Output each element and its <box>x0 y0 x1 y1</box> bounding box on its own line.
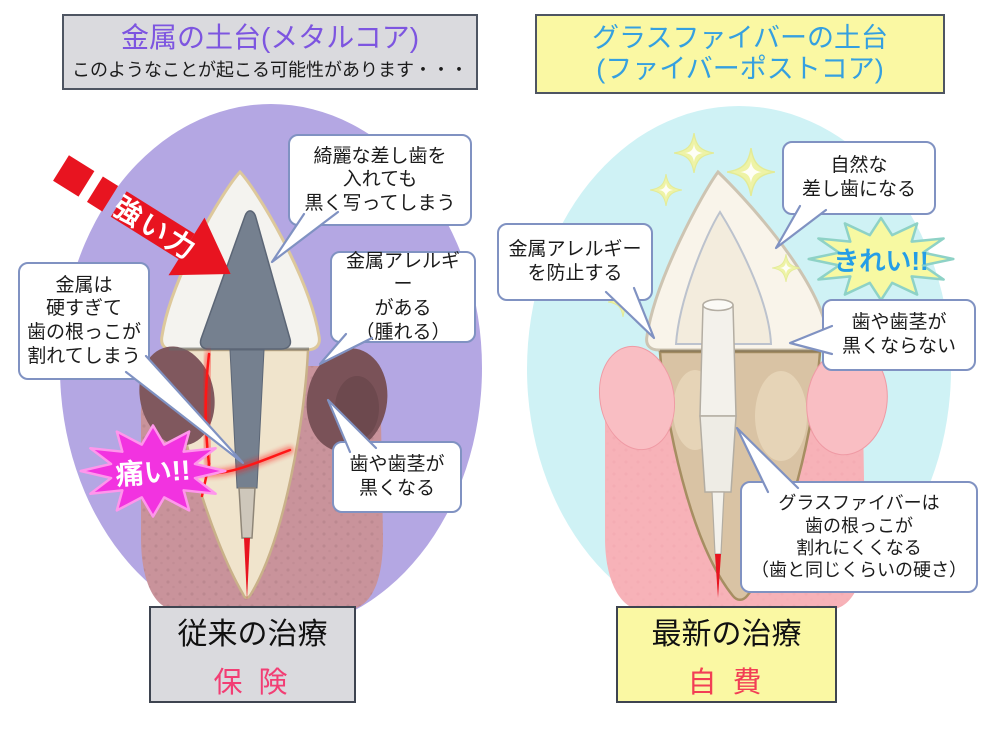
root-highlight <box>755 371 807 461</box>
callout-natural-tooth: 自然な 差し歯になる <box>782 141 936 215</box>
right-cost-label: 自 費 <box>687 666 766 699</box>
callout-root-crack: 金属は 硬すぎて 歯の根っこが 割れてしまう <box>18 262 150 380</box>
metal-core <box>199 210 292 350</box>
healthy-gum-left <box>598 345 676 451</box>
callout-fiber-benefit: グラスファイバーは 歯の根っこが 割れにくくなる （歯と同じくらいの硬さ） <box>740 481 978 593</box>
callout-metal-allergy: 金属アレルギー がある （腫れる） <box>330 251 476 343</box>
callout-no-gum-blackening: 歯や歯茎が 黒くならない <box>822 299 976 371</box>
sparkle-icon <box>650 174 682 206</box>
left-subtitle: このようなことが起こる可能性があります・・・ <box>72 60 468 81</box>
dark-gum-shadow <box>335 376 379 440</box>
right-title-box: グラスファイバーの土台 (ファイバーポストコア) <box>535 14 945 94</box>
sparkle-icon <box>674 133 714 173</box>
pain-label: 痛い!! <box>114 454 192 491</box>
callout-xray-shadow: 綺麗な差し歯を 入れても 黒く写ってしまう <box>288 134 472 226</box>
left-cost-label: 保 険 <box>213 666 292 699</box>
beauty-label: きれい!! <box>833 245 929 276</box>
right-title: グラスファイバーの土台 (ファイバーポストコア) <box>592 22 888 84</box>
strong-force-label: 強い力 <box>108 191 203 267</box>
beauty-burst-icon <box>800 213 962 305</box>
left-title: 金属の土台(メタルコア) <box>120 21 420 53</box>
root-apex-line <box>715 554 721 598</box>
dentin-outline <box>674 210 773 345</box>
left-footer-box: 従来の治療 保 険 <box>149 606 356 703</box>
sparkle-icon <box>727 148 775 196</box>
callout-allergy-prevention: 金属アレルギー を防止する <box>497 223 653 301</box>
strong-force-arrow: 強い力 <box>53 155 231 276</box>
metal-post-tip <box>238 487 256 539</box>
right-footer-box: 最新の治療 自 費 <box>616 606 837 703</box>
root-apex-inflammation <box>244 538 250 600</box>
right-treatment-label: 最新の治療 <box>651 617 802 651</box>
sparkle-icon <box>772 254 800 282</box>
callout-gum-blackening: 歯や歯茎が 黒くなる <box>332 441 462 513</box>
left-treatment-label: 従来の治療 <box>177 617 328 651</box>
left-title-box: 金属の土台(メタルコア) このようなことが起こる可能性があります・・・ <box>62 14 478 90</box>
fiber-post <box>699 298 737 555</box>
